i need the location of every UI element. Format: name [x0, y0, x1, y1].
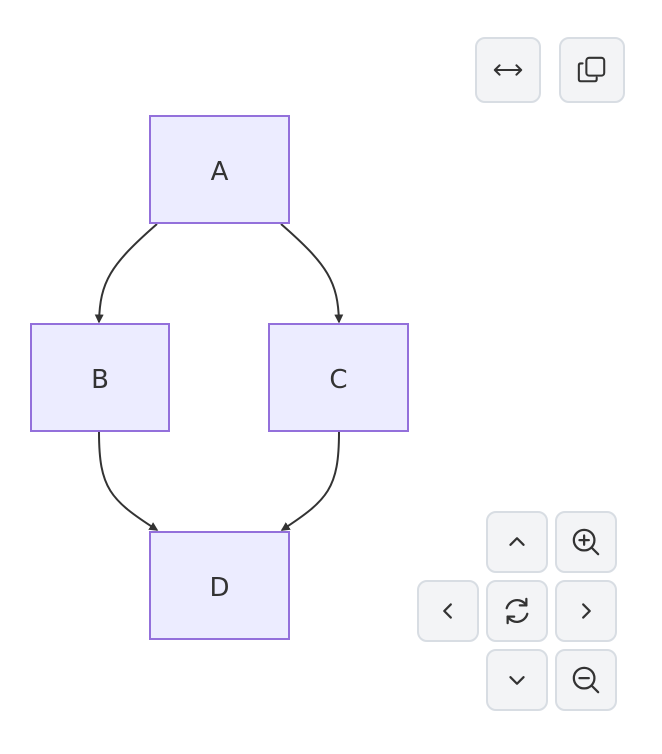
node-b-label: B [91, 365, 109, 395]
edge-a-c [280, 223, 344, 324]
node-a[interactable]: A [149, 115, 290, 224]
pan-left-button[interactable] [417, 580, 479, 642]
fit-width-button[interactable] [475, 37, 541, 103]
node-d[interactable]: D [149, 531, 290, 640]
chevron-up-icon [509, 537, 525, 546]
pan-down-button[interactable] [486, 649, 548, 711]
node-d-label: D [209, 573, 229, 603]
zoom-in-button[interactable] [555, 511, 617, 573]
chevron-right-icon [582, 603, 591, 619]
pan-up-button[interactable] [486, 511, 548, 573]
edge-c-d [280, 431, 340, 531]
chevron-down-icon [509, 676, 525, 685]
arrows-horizontal-icon [493, 64, 523, 76]
node-c-label: C [329, 365, 347, 395]
node-c[interactable]: C [268, 323, 409, 432]
zoom-out-icon [572, 666, 600, 694]
node-b[interactable]: B [30, 323, 170, 432]
node-a-label: A [211, 157, 229, 187]
copy-icon [577, 56, 606, 83]
edge-b-d [98, 431, 159, 531]
zoom-out-button[interactable] [555, 649, 617, 711]
chevron-left-icon [443, 603, 452, 619]
refresh-icon [505, 597, 529, 625]
copy-button[interactable] [559, 37, 625, 103]
zoom-in-icon [572, 528, 600, 556]
edge-a-b [94, 223, 158, 324]
reset-view-button[interactable] [486, 580, 548, 642]
pan-right-button[interactable] [555, 580, 617, 642]
